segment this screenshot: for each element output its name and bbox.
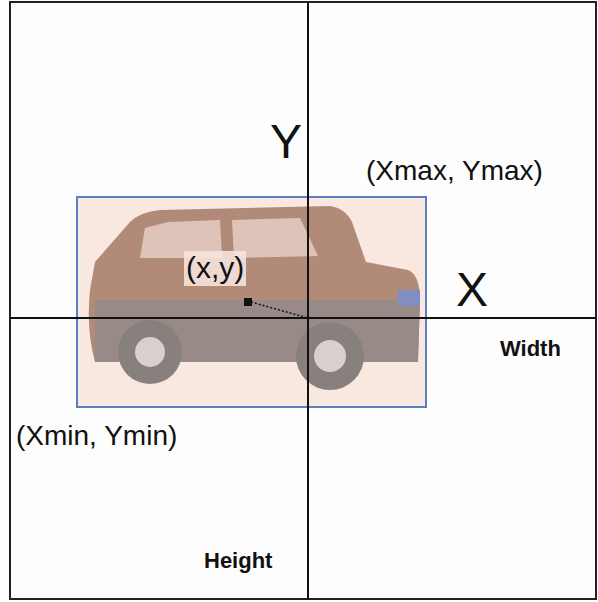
- car-picture: [89, 206, 420, 390]
- x-axis: [10, 317, 596, 319]
- axis-label: X: [456, 262, 488, 317]
- dimension-label: Width: [500, 336, 561, 361]
- center-label: (x,y): [184, 251, 246, 286]
- corner-label: (Xmax, Ymax): [366, 155, 543, 187]
- center-point: [244, 298, 252, 306]
- image-frame: [10, 2, 596, 599]
- box-fill: [77, 197, 426, 407]
- axis-label: Y: [270, 114, 302, 169]
- y-axis: [307, 2, 309, 599]
- center-offset-line: [251, 302, 308, 318]
- bounding-box: [77, 197, 426, 407]
- corner-label: (Xmin, Ymin): [16, 420, 177, 452]
- dimension-label: Height: [204, 548, 272, 573]
